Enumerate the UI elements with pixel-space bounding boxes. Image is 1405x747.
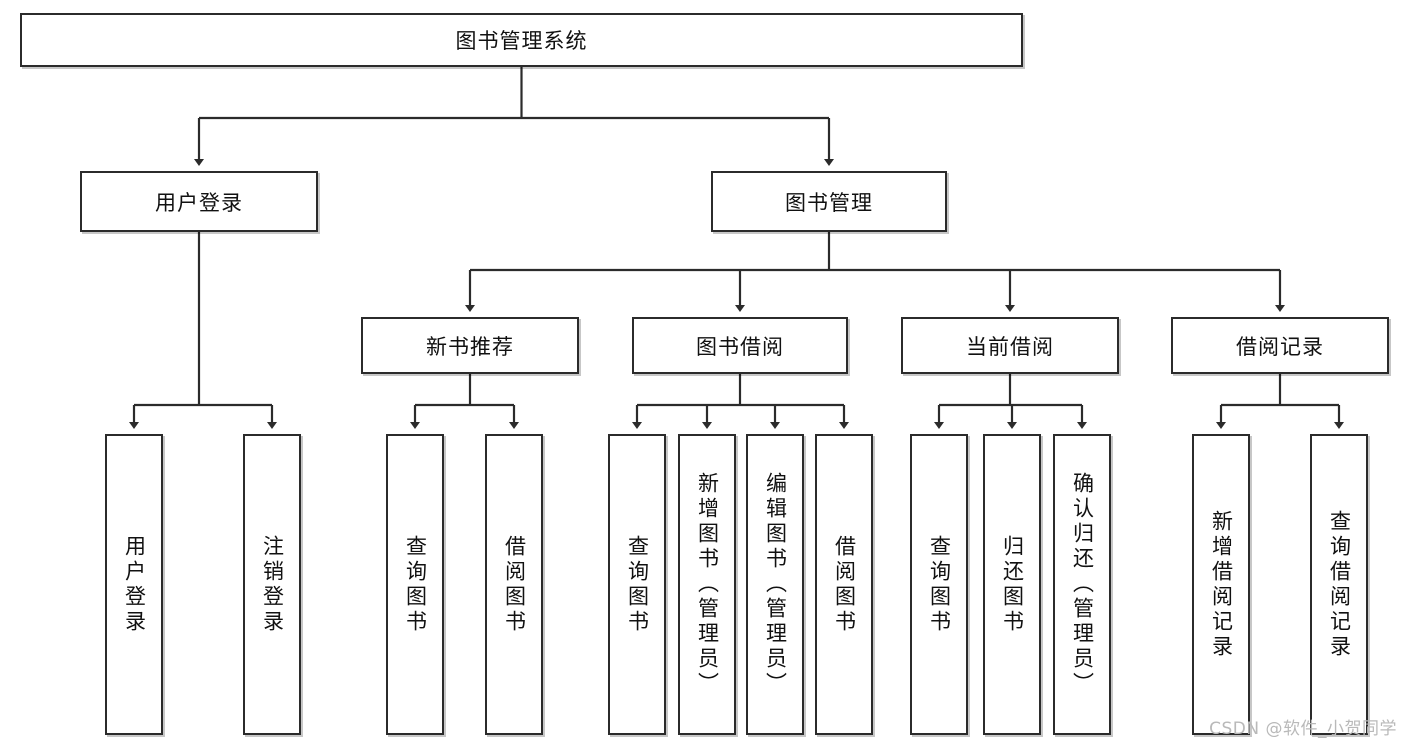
node-label: 查询借阅记录 [1327, 509, 1352, 660]
node-leaf-rec-borrow-book: 借阅图书 [485, 434, 543, 735]
node-label: 查询图书 [927, 534, 952, 635]
node-book-borrow: 图书借阅 [632, 317, 848, 374]
node-label: 当前借阅 [966, 334, 1054, 359]
watermark: CSDN @软件_小贺同学 [1209, 719, 1397, 739]
node-leaf-rec-add-record: 新增借阅记录 [1192, 434, 1250, 735]
node-label: 借阅记录 [1236, 334, 1324, 359]
node-label: 注销登录 [260, 534, 285, 635]
node-label: 查询图书 [403, 534, 428, 635]
node-leaf-rec-query-record: 查询借阅记录 [1310, 434, 1368, 735]
node-leaf-borrow-borrow-book: 借阅图书 [815, 434, 873, 735]
node-leaf-borrow-edit-book: 编辑图书（管理员） [746, 434, 804, 735]
node-leaf-rec-query-book: 查询图书 [386, 434, 444, 735]
node-leaf-user-login: 用户登录 [105, 434, 163, 735]
node-label: 用户登录 [122, 534, 147, 635]
node-label: 查询图书 [625, 534, 650, 635]
node-label: 归还图书 [1000, 534, 1025, 635]
node-label: 确认归还（管理员） [1070, 472, 1095, 697]
node-label: 借阅图书 [832, 534, 857, 635]
node-new-book-rec: 新书推荐 [361, 317, 579, 374]
node-label: 新书推荐 [426, 334, 514, 359]
node-label: 用户登录 [155, 190, 243, 215]
node-leaf-borrow-add-book: 新增图书（管理员） [678, 434, 736, 735]
node-leaf-cur-return-book: 归还图书 [983, 434, 1041, 735]
node-leaf-logout: 注销登录 [243, 434, 301, 735]
node-label: 编辑图书（管理员） [763, 472, 788, 697]
node-label: 新增图书（管理员） [695, 472, 720, 697]
node-label: 图书管理系统 [455, 29, 588, 53]
node-label: 图书管理 [785, 190, 873, 215]
node-label: 图书借阅 [696, 334, 784, 359]
node-leaf-borrow-query-book: 查询图书 [608, 434, 666, 735]
node-current-borrow: 当前借阅 [901, 317, 1119, 374]
node-user-login: 用户登录 [80, 171, 318, 232]
node-label: 借阅图书 [502, 534, 527, 635]
node-root: 图书管理系统 [20, 13, 1023, 67]
node-leaf-cur-query-book: 查询图书 [910, 434, 968, 735]
node-leaf-cur-confirm-return: 确认归还（管理员） [1053, 434, 1111, 735]
node-label: 新增借阅记录 [1209, 509, 1234, 660]
node-borrow-record: 借阅记录 [1171, 317, 1389, 374]
node-book-manage: 图书管理 [711, 171, 947, 232]
